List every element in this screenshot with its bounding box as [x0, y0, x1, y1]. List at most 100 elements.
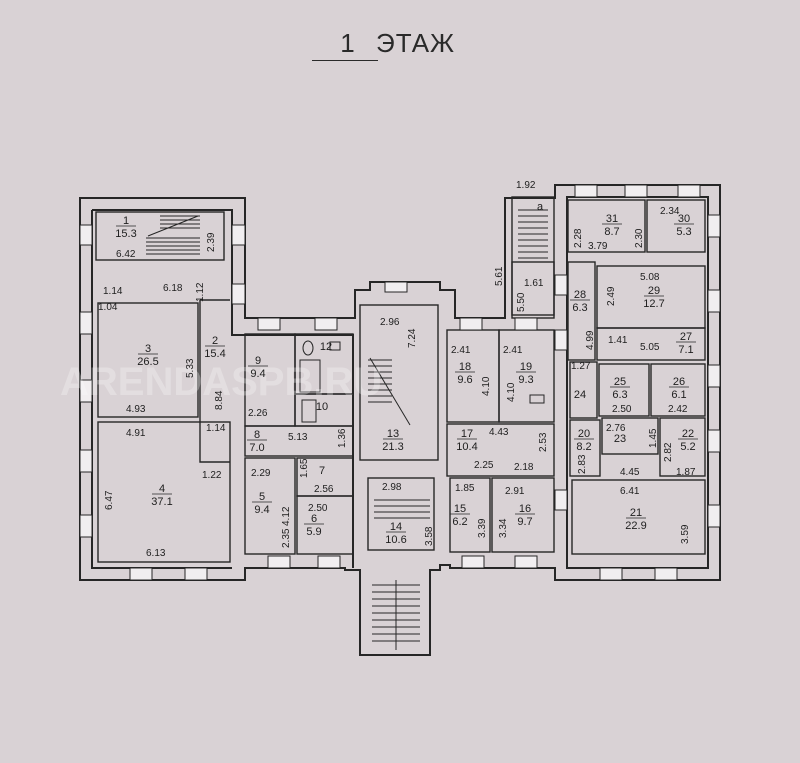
room-number: 10 [316, 401, 328, 413]
room-number: 8 [254, 429, 260, 441]
room-number: 31 [606, 213, 618, 225]
dim-label: 4.43 [489, 427, 509, 438]
window [79, 224, 93, 246]
window [231, 283, 246, 305]
window [707, 504, 721, 528]
window [231, 224, 246, 246]
window [554, 274, 568, 296]
room-number: 20 [578, 428, 590, 440]
room-number: 13 [387, 428, 399, 440]
room-number: 9 [255, 355, 261, 367]
room-24-wall [569, 361, 598, 419]
dim-label: 1.14 [103, 286, 123, 297]
room-number: 5 [259, 491, 265, 503]
room-area: 10.4 [456, 441, 477, 453]
window [184, 567, 208, 581]
room-area: 6.3 [612, 389, 627, 401]
room-number: 7 [319, 465, 325, 477]
room-1-wall [95, 211, 225, 261]
room-number: 23 [614, 433, 626, 445]
room-number: 4 [159, 483, 165, 495]
dim-label: 2.56 [314, 484, 334, 495]
dim-label: 6.42 [116, 249, 136, 260]
room-6-wall [296, 495, 354, 555]
room-area: 9.7 [517, 516, 532, 528]
window [707, 214, 721, 238]
dim-label: 5.08 [640, 272, 660, 283]
room-number: 6 [311, 513, 317, 525]
left-block-outer-wall [79, 184, 721, 656]
room-area: 12.7 [643, 298, 664, 310]
window [599, 567, 623, 581]
watermark: ARENDASPB.RU [60, 360, 382, 404]
room-number: 15 [454, 503, 466, 515]
dim-label: 2.25 [474, 460, 494, 471]
room-area: 10.6 [385, 534, 406, 546]
sink-icon [329, 341, 341, 351]
dim-label: 2.39 [206, 232, 217, 252]
dim-label: 2.42 [668, 404, 688, 415]
window [314, 317, 338, 331]
dim-label: 2.50 [612, 404, 632, 415]
floor-number: 1 [340, 28, 355, 58]
window [384, 281, 408, 293]
room-number: 19 [520, 361, 532, 373]
room-number: 21 [630, 507, 642, 519]
dim-label: 6.13 [146, 548, 166, 559]
stairs [146, 209, 548, 650]
room-27-wall [596, 327, 706, 361]
dim-label: 4.10 [506, 382, 517, 402]
dim-label: 1.04 [98, 302, 118, 313]
room-number: а [537, 201, 544, 213]
window [79, 379, 93, 403]
dim-label: 6.41 [620, 486, 640, 497]
dim-label: 5.61 [494, 266, 505, 286]
window [514, 555, 538, 569]
room-area: 5.2 [680, 441, 695, 453]
room-26-wall [650, 363, 706, 417]
dim-label: 3.79 [588, 241, 608, 252]
room-area: 5.3 [676, 226, 691, 238]
dim-label: 1.65 [299, 458, 310, 478]
dim-label: 5.05 [640, 342, 660, 353]
floor-number-underline [312, 60, 378, 61]
dim-label: 1.14 [206, 423, 226, 434]
room-area: 6.2 [452, 516, 467, 528]
window [79, 449, 93, 473]
window [554, 329, 568, 351]
dim-label: 2.41 [503, 345, 523, 356]
dim-label: 2.83 [577, 454, 588, 474]
room-number: 2 [212, 335, 218, 347]
window [654, 567, 678, 581]
room-5-wall [244, 457, 296, 555]
dim-label: 6.18 [163, 283, 183, 294]
room-area: 9.4 [254, 504, 269, 516]
dim-label: 5.33 [185, 358, 196, 378]
room-area: 6.1 [671, 389, 686, 401]
dim-label: 1.92 [516, 180, 536, 191]
room-number: 28 [574, 289, 586, 301]
sink-icon [529, 394, 545, 404]
dim-label: 3.59 [680, 524, 691, 544]
room-16-wall [491, 477, 555, 553]
dim-label: 2.98 [382, 482, 402, 493]
dim-label: 1.87 [676, 467, 696, 478]
room-25-wall [598, 363, 650, 417]
window [574, 184, 598, 198]
dim-label: 4.12 [281, 506, 292, 526]
dim-label: 1.22 [202, 470, 222, 481]
room-number: 26 [673, 376, 685, 388]
window [707, 289, 721, 313]
right-block-inner-wall [566, 196, 709, 569]
room-area: 9.6 [457, 374, 472, 386]
room-18-wall [446, 329, 500, 423]
window [129, 567, 153, 581]
dim-label: 1.61 [524, 278, 544, 289]
room-area: 26.5 [137, 356, 158, 368]
dim-label: 4.91 [126, 428, 146, 439]
dim-label: 3.39 [477, 518, 488, 538]
room-number: 16 [519, 503, 531, 515]
dim-label: 6.47 [104, 490, 115, 510]
room-area: 37.1 [151, 496, 172, 508]
